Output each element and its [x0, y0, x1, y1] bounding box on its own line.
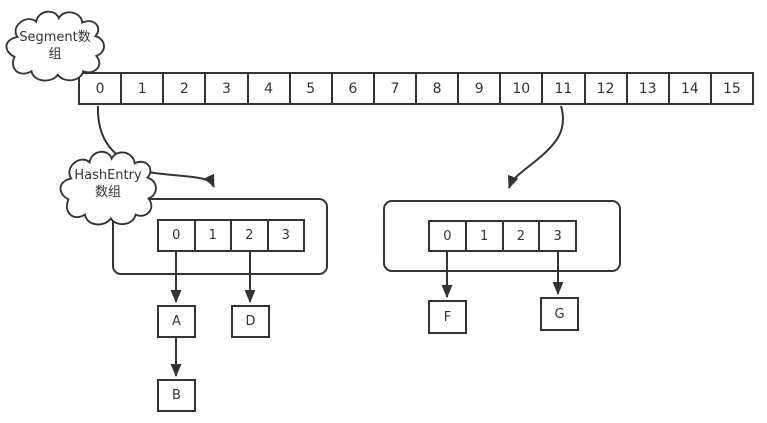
- hashentry-cloud-label: HashEntry 数组: [65, 167, 151, 201]
- segment-cloud-line2: 组: [48, 47, 62, 62]
- hashentry-cell: 3: [538, 222, 575, 250]
- segment-cell: 13: [625, 74, 668, 103]
- segment-cell: 6: [330, 74, 373, 103]
- segment-cell: 3: [204, 74, 246, 103]
- segment-cell: 12: [583, 74, 626, 103]
- hashentry-cell: 0: [172, 228, 181, 243]
- segment-cell: 9: [457, 74, 499, 103]
- node-B: B: [157, 379, 196, 412]
- hashentry-cell: 2: [501, 222, 539, 250]
- hashentry-cell: 1: [193, 221, 231, 250]
- hashentry-cell: 1: [464, 222, 502, 250]
- node-G: G: [540, 297, 579, 331]
- hashentry-cloud-line1: HashEntry: [74, 168, 142, 183]
- node-D: D: [231, 305, 270, 338]
- segment-cell: 11: [541, 74, 583, 103]
- segment-cell: 5: [288, 74, 331, 103]
- segment-cell: 15: [709, 74, 752, 103]
- hashentry-cell: 2: [230, 221, 267, 250]
- segment-array: 0 1 2 3 4 5 6 7 8 9 10 11 12 13 14 15: [78, 72, 754, 105]
- segment-cell: 0: [95, 80, 105, 97]
- hashentry-cloud-line2: 数组: [94, 185, 121, 200]
- segment-cell: 10: [499, 74, 541, 103]
- right-hashentry-array: 0 1 2 3: [428, 220, 577, 252]
- segment-cloud-line1: Segment数: [19, 30, 91, 45]
- left-hashentry-array: 0 1 2 3: [157, 219, 305, 252]
- segment-cell: 7: [372, 74, 415, 103]
- segment-cell: 14: [667, 74, 710, 103]
- node-A: A: [157, 305, 196, 338]
- node-F: F: [428, 300, 467, 334]
- hashentry-cell: 3: [266, 221, 304, 250]
- segment-cell: 1: [120, 74, 162, 103]
- segment-cell: 8: [415, 74, 457, 103]
- hashentry-cell: 0: [443, 228, 452, 244]
- segment-cell: 4: [246, 74, 289, 103]
- arrow-segment11-to-right-bucket: [507, 105, 564, 189]
- segment-cell: 2: [162, 74, 204, 103]
- segment-cloud-label: Segment数 组: [13, 29, 97, 63]
